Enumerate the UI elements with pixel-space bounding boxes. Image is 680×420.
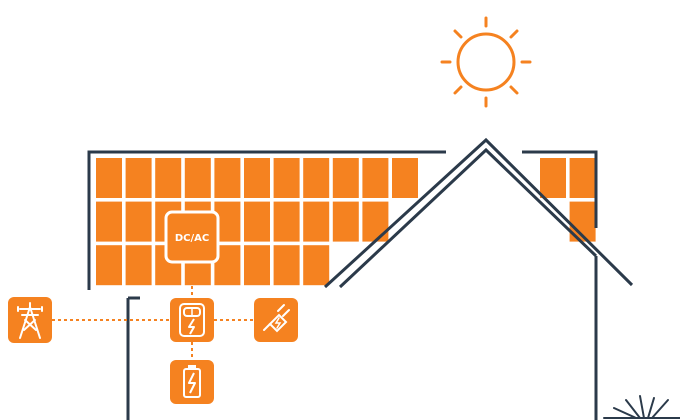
solar-cell xyxy=(303,202,329,242)
solar-cell xyxy=(333,202,359,242)
solar-cell xyxy=(126,202,152,242)
inverter-box: DC/AC xyxy=(166,212,218,262)
solar-cell xyxy=(244,202,270,242)
inverter-label: DC/AC xyxy=(175,233,209,244)
solar-cell xyxy=(333,158,359,198)
sun-icon xyxy=(442,18,530,106)
plug-icon xyxy=(254,298,298,342)
power-tower-icon xyxy=(8,297,52,343)
solar-cell xyxy=(185,158,211,198)
solar-cell xyxy=(362,158,388,198)
battery-icon xyxy=(170,360,214,404)
solar-cell xyxy=(214,158,240,198)
solar-cell xyxy=(96,158,122,198)
solar-cell xyxy=(96,245,122,285)
solar-cell xyxy=(126,245,152,285)
solar-cell xyxy=(274,158,300,198)
solar-cell xyxy=(155,158,181,198)
solar-cell xyxy=(362,202,388,242)
solar-cell xyxy=(274,245,300,285)
solar-cell xyxy=(570,158,596,198)
solar-cell xyxy=(126,158,152,198)
grass-icon xyxy=(604,396,680,418)
solar-cell xyxy=(244,245,270,285)
solar-cell xyxy=(274,202,300,242)
solar-cell xyxy=(244,158,270,198)
meter-icon xyxy=(170,298,214,342)
solar-cell xyxy=(540,158,566,198)
solar-cell xyxy=(392,158,418,198)
solar-cell xyxy=(96,202,122,242)
solar-cell xyxy=(303,158,329,198)
solar-cell xyxy=(303,245,329,285)
